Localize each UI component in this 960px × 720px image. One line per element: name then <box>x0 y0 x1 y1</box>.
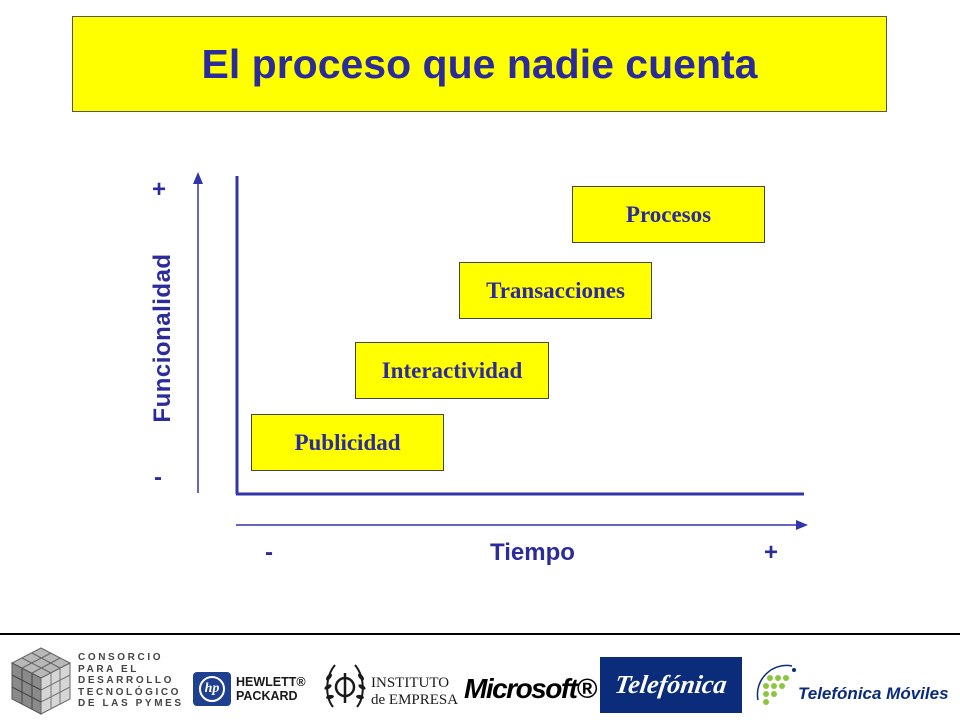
x-axis-plus: + <box>764 539 779 566</box>
dot-grid-icon <box>756 664 796 705</box>
microsoft-logo: Microsoft® <box>464 672 597 706</box>
step-label: Interactividad <box>381 357 523 383</box>
telefonica-wordmark: Telefónica <box>613 670 729 699</box>
hp-logo: hp HEWLETT® PACKARD <box>193 672 319 706</box>
hp-wordmark: HEWLETT® PACKARD <box>236 675 306 703</box>
step-label: Publicidad <box>294 429 401 455</box>
step-box-transacciones: Transacciones <box>459 262 652 319</box>
title-box: El proceso que nadie cuenta <box>72 16 887 112</box>
y-axis-minus: - <box>154 464 162 491</box>
step-label: Procesos <box>625 201 712 227</box>
step-box-interactividad: Interactividad <box>355 342 549 399</box>
instituto-empresa-wordmark: INSTITUTO de EMPRESA <box>371 675 459 708</box>
telefonica-moviles-logo: Telefónica Móviles <box>752 660 960 716</box>
y-axis-label: Funcionalidad <box>149 253 176 423</box>
telefonica-logo: Telefónica <box>600 657 742 713</box>
cube-logo-icon <box>10 647 72 715</box>
x-arrow-head <box>796 520 808 530</box>
laurel-emblem-icon <box>324 664 366 708</box>
telefonica-moviles-wordmark: Telefónica Móviles <box>798 684 949 703</box>
x-axis-label: Tiempo <box>490 539 575 566</box>
instituto-empresa-logo: INSTITUTO de EMPRESA <box>323 657 458 713</box>
y-axis-plus: + <box>152 176 167 203</box>
x-axis-minus: - <box>265 539 273 566</box>
footer-divider <box>0 633 960 635</box>
step-box-publicidad: Publicidad <box>251 414 444 471</box>
consorcio-logo: CONSORCIO PARA EL DESARROLLO TECNOLÓGICO… <box>8 646 181 716</box>
step-box-procesos: Procesos <box>572 186 765 243</box>
hp-mark: hp <box>199 676 225 702</box>
microsoft-wordmark: Microsoft® <box>464 673 597 704</box>
step-label: Transacciones <box>486 277 625 303</box>
y-arrow-head <box>193 172 203 184</box>
page-title: El proceso que nadie cuenta <box>201 40 758 87</box>
consorcio-wordmark: CONSORCIO PARA EL DESARROLLO TECNOLÓGICO… <box>78 652 184 709</box>
hp-badge-icon: hp <box>193 672 231 706</box>
